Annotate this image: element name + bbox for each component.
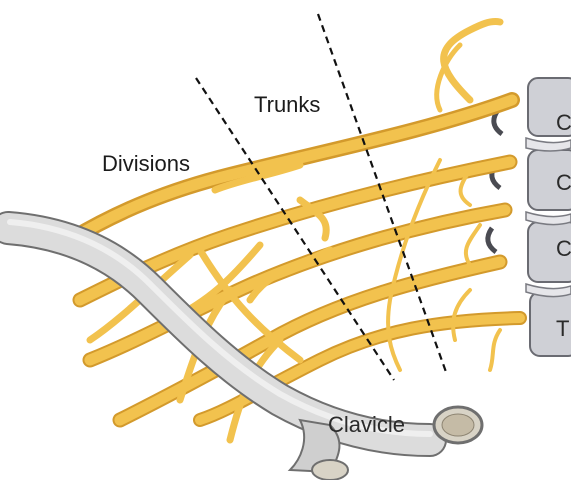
divisions-label: Divisions — [102, 151, 190, 176]
vertebra-label-c-3: C — [556, 236, 571, 261]
thin-branch-4 — [490, 330, 500, 370]
upper-branch — [444, 22, 500, 100]
intervertebral-disc-1 — [526, 138, 571, 151]
vertebra-label-c-2: C — [556, 170, 571, 195]
vertebra-label-c-1: C — [556, 110, 571, 135]
vertebra-label-t-1: T — [556, 316, 569, 341]
trunks-label: Trunks — [254, 92, 320, 117]
bone-end-lower — [312, 460, 348, 480]
intervertebral-foramen-3 — [488, 228, 496, 252]
clavicle-end-texture — [442, 414, 474, 436]
thin-branch-2 — [466, 225, 480, 265]
clavicle-label: Clavicle — [328, 412, 405, 437]
